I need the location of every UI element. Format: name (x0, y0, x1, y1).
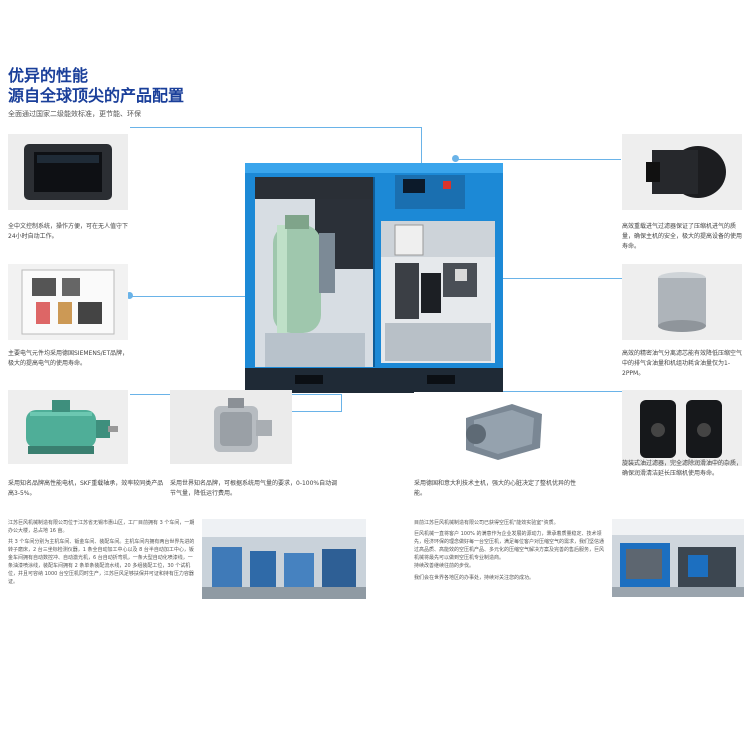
oil-filter-image (622, 390, 742, 466)
company-paragraph: 我们会在世界各地区的办事处，持续对关注您的成功。 (414, 575, 535, 581)
air-filter-image (622, 134, 742, 210)
connector-line (421, 127, 422, 182)
air-end-image (414, 392, 582, 468)
connector-line (130, 127, 422, 128)
factory-photo (202, 519, 366, 599)
motor-caption: 采用知名品牌高性能电机，SKF重载轴承，效率较同类产品高3-5%。 (8, 480, 164, 497)
separator-image (622, 264, 742, 340)
company-text-right: 目前江苏巨风机械制造有限公司已获得空压机"能效实验室"资质。 巨风机械一直将客户… (414, 519, 604, 582)
company-paragraph: 目前江苏巨风机械制造有限公司已获得空压机"能效实验室"资质。 (414, 520, 559, 526)
connector-line (130, 296, 310, 297)
electrical-caption: 主要电气元件均采用德国SIEMENS/ET品牌，极大的提高电气的使用寿命。 (8, 350, 129, 367)
motor-image (8, 390, 128, 464)
connector-dot (452, 155, 459, 162)
company-paragraph: 巨风机械一直将客户 100% 的满意作为企业发展的源动力，秉承着质量稳定、技术领… (414, 531, 605, 561)
connector-line (341, 394, 342, 412)
air-filter-caption: 高效重载进气过滤器保证了压缩机进气的质量，确保主机的安全，极大的提高设备的使用寿… (622, 223, 743, 250)
separator-caption: 高效的精密油气分离滤芯能有效降低压缩空气中的排气含油量和机组功耗含油量仅为1-2… (622, 350, 743, 377)
company-text-left: 江苏巨风机械制造有限公司位于江苏省无锡市惠山区，工厂目前拥有 3 个车间，一期办… (8, 519, 196, 586)
controller-image (8, 134, 128, 210)
electrical-cabinet-image (8, 264, 128, 340)
intake-valve-caption: 采用世界知名品牌，可根据系统用气量的要求，0-100%自动调节气量，降低运行费用… (170, 480, 338, 497)
air-end-caption: 采用德国和意大利技术主机，强大的心脏决定了整机优异的性能。 (414, 480, 577, 497)
compressor-image (245, 163, 503, 393)
connector-line (462, 391, 622, 392)
oil-filter-caption: 旋装式油过滤器，完全滤除润滑油中的杂质，确保润滑清洁延长压缩机使用寿命。 (622, 460, 743, 477)
connector-line (462, 278, 622, 279)
company-paragraph: 持续改善继续往前的步伐。 (414, 563, 475, 569)
energy-standard-note: 全面通过国家二级能效标准，更节能、环保 (8, 110, 141, 118)
company-paragraph: 江苏巨风机械制造有限公司位于江苏省无锡市惠山区，工厂目前拥有 3 个车间，一期办… (8, 520, 195, 534)
page-title: 优异的性能 (8, 66, 89, 85)
intake-valve-image (170, 390, 292, 464)
controller-caption: 全中文控制系统，操作方便，可在无人值守下24小时自动工作。 (8, 223, 129, 240)
connector-dot (126, 292, 133, 299)
assembly-photo (612, 519, 744, 597)
page-subtitle: 源自全球顶尖的产品配置 (8, 86, 185, 105)
company-paragraph: 共 3 个车间分别为主机车间、钣金车间、装配车间。主机车间内拥有两台世界先进的转… (8, 539, 195, 585)
connector-line (455, 159, 621, 160)
